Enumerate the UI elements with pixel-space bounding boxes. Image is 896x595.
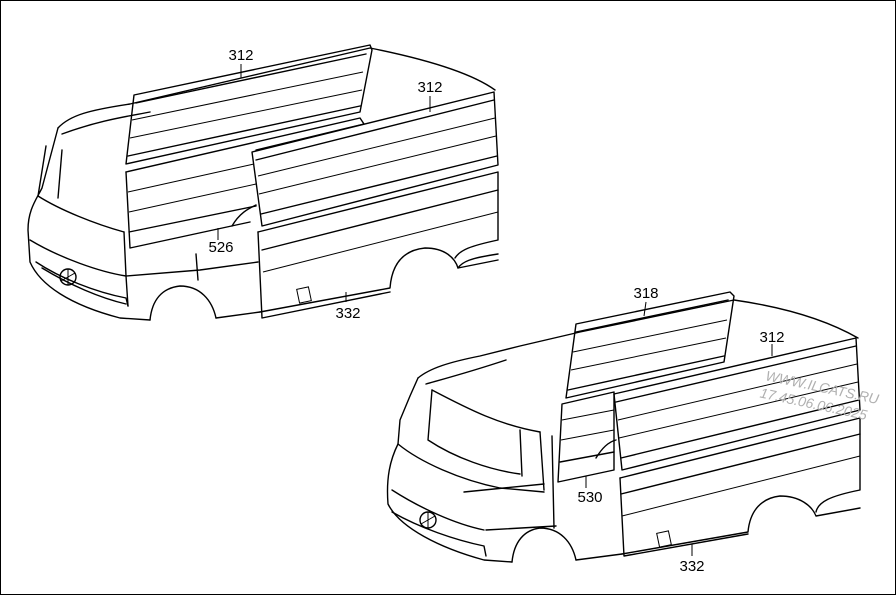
callout-332-upper: 332 [335, 305, 360, 322]
callout-312-upper-side: 312 [417, 79, 442, 96]
upper-side-top-panel [125, 91, 499, 249]
upper-vehicle-body [27, 47, 499, 321]
lower-rear-wall-panel [565, 291, 735, 399]
lower-callouts [585, 301, 773, 556]
callout-312-lower-side: 312 [759, 329, 784, 346]
callout-530: 530 [577, 489, 602, 506]
lower-vehicle-body [386, 299, 861, 563]
callout-318: 318 [633, 285, 658, 302]
callout-332-lower: 332 [679, 558, 704, 575]
lower-side-top-panel [613, 337, 861, 471]
upper-side-lower-panel [257, 171, 499, 319]
lower-pillar-panel [557, 391, 615, 483]
watermark: WWW.ILCATS.RU 17.45.06.06.2025 [759, 367, 881, 423]
callout-526: 526 [208, 239, 233, 256]
lower-side-lower-panel [619, 417, 861, 557]
upper-rear-wall-panel [125, 44, 373, 165]
callout-312-upper-rear: 312 [228, 47, 253, 64]
upper-callouts [217, 64, 431, 302]
